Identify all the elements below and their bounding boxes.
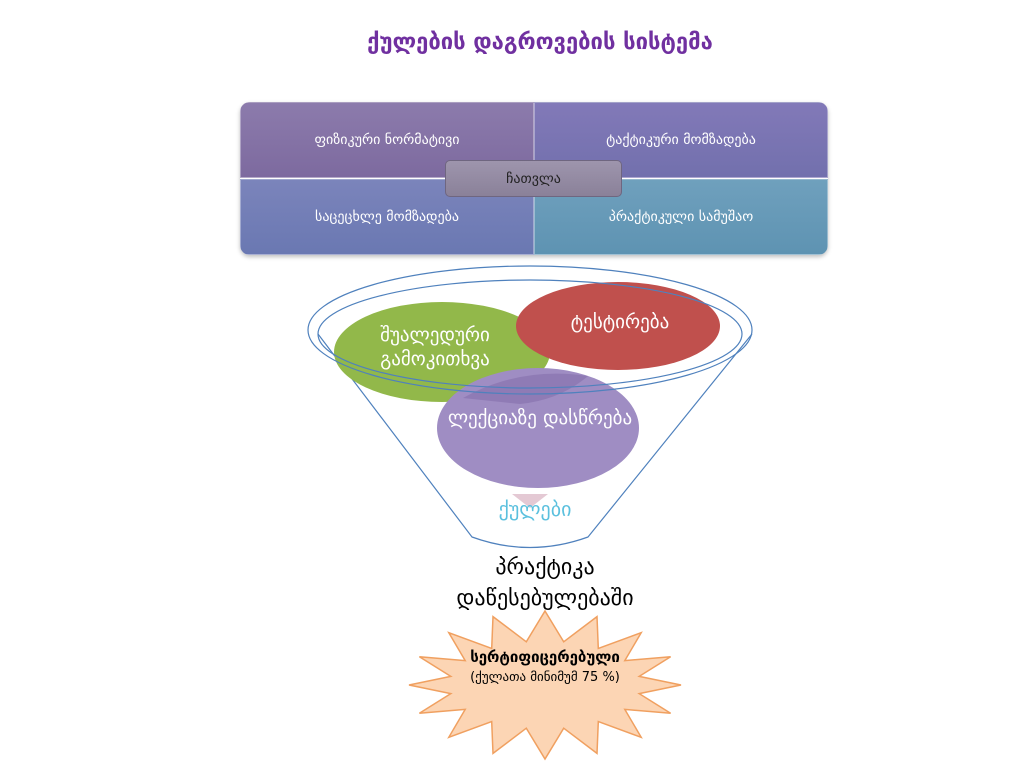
- funnel-body: [317, 333, 753, 549]
- blob-red: [516, 282, 720, 370]
- matrix-cell-physical: ფიზიკური ნორმატივი: [240, 102, 534, 178]
- certificate-subtitle: (ქულათა მინიმუმ 75 %): [470, 670, 620, 685]
- funnel-diagram: [307, 265, 753, 549]
- blob-label-attendance: ლექციაზე დასწრება: [447, 407, 633, 429]
- matrix-cell-firearms: საცეცხლე მომზადება: [240, 179, 534, 255]
- practice-text: პრაქტიკა დაწესებულებაში: [456, 555, 634, 611]
- star-shape: [408, 609, 682, 761]
- certificate-title: სერტიფიცერებული: [470, 648, 620, 666]
- diagram-title: ქულების დაგროვების სისტემა: [367, 30, 713, 55]
- blob-overlap: [463, 373, 588, 404]
- funnel-arrow: [512, 494, 548, 508]
- blob-label-testing: ტესტირება: [570, 311, 670, 333]
- blob-label-survey: შუალედური გამოკითხვა: [380, 324, 490, 370]
- funnel-points-label: ქულები: [498, 497, 572, 521]
- funnel-rim-outer: [307, 265, 753, 395]
- funnel-rim-inner: [317, 279, 743, 389]
- matrix-center-credit: ჩათვლა: [445, 160, 622, 197]
- certificate-star: [408, 609, 682, 761]
